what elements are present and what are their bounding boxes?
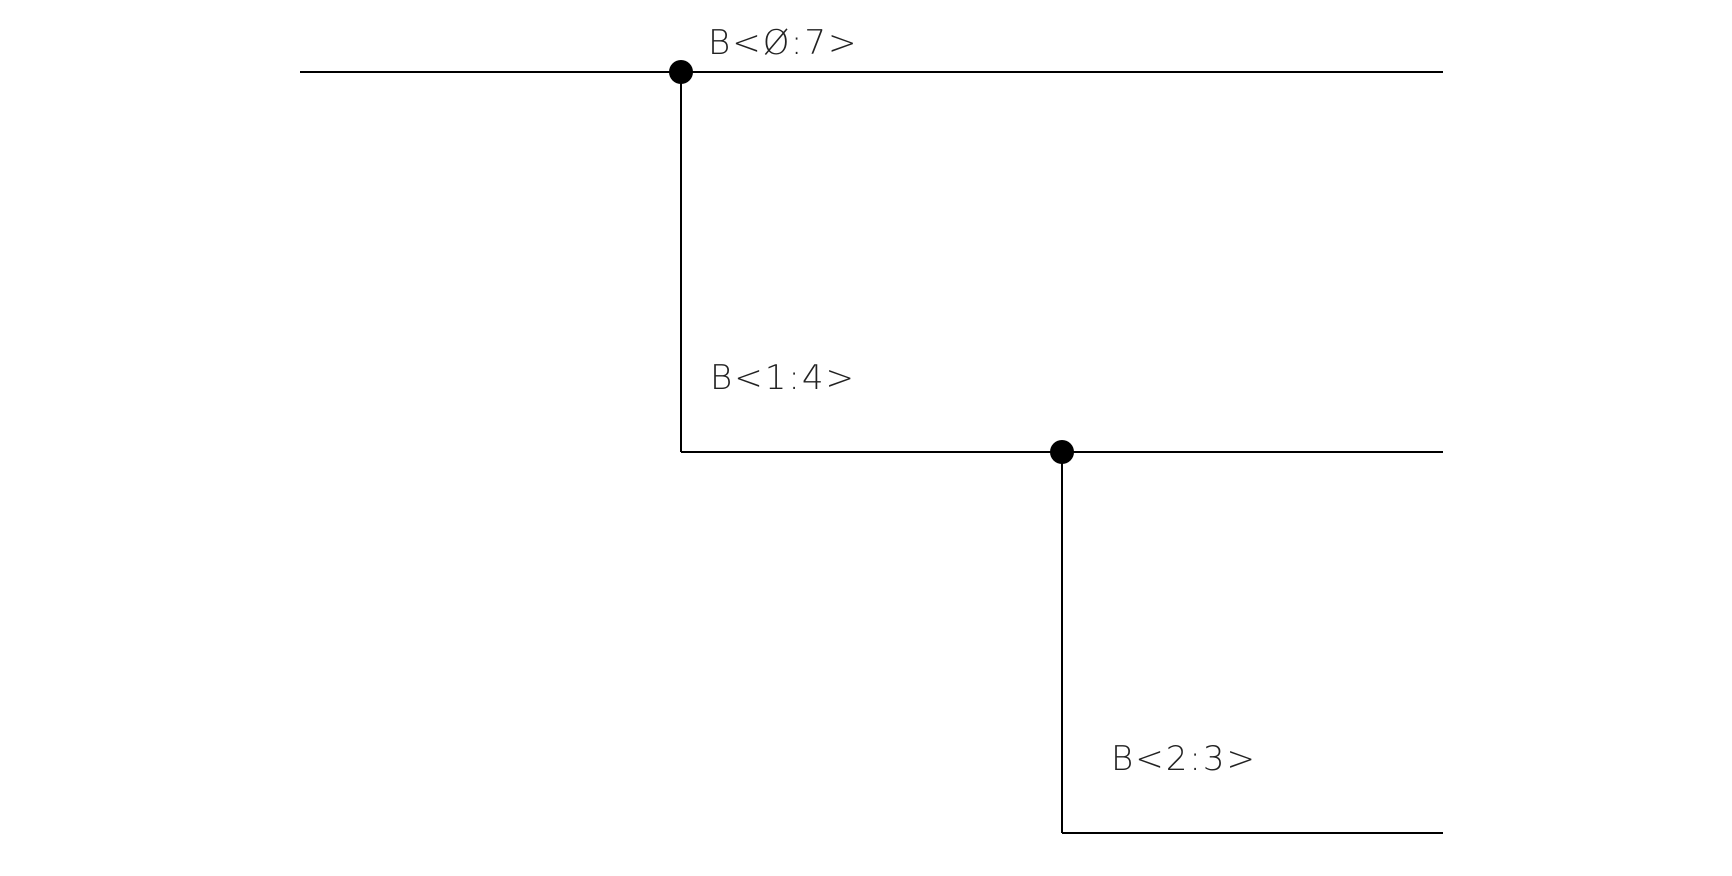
bus-label-sub-2: B<2:3> bbox=[1111, 739, 1257, 779]
bus-label-main: B<Ø:7> bbox=[708, 23, 859, 63]
junction-dot-2[interactable] bbox=[1050, 440, 1074, 464]
bus-label-sub-1: B<1:4> bbox=[710, 358, 856, 398]
junction-dot-1[interactable] bbox=[669, 60, 693, 84]
